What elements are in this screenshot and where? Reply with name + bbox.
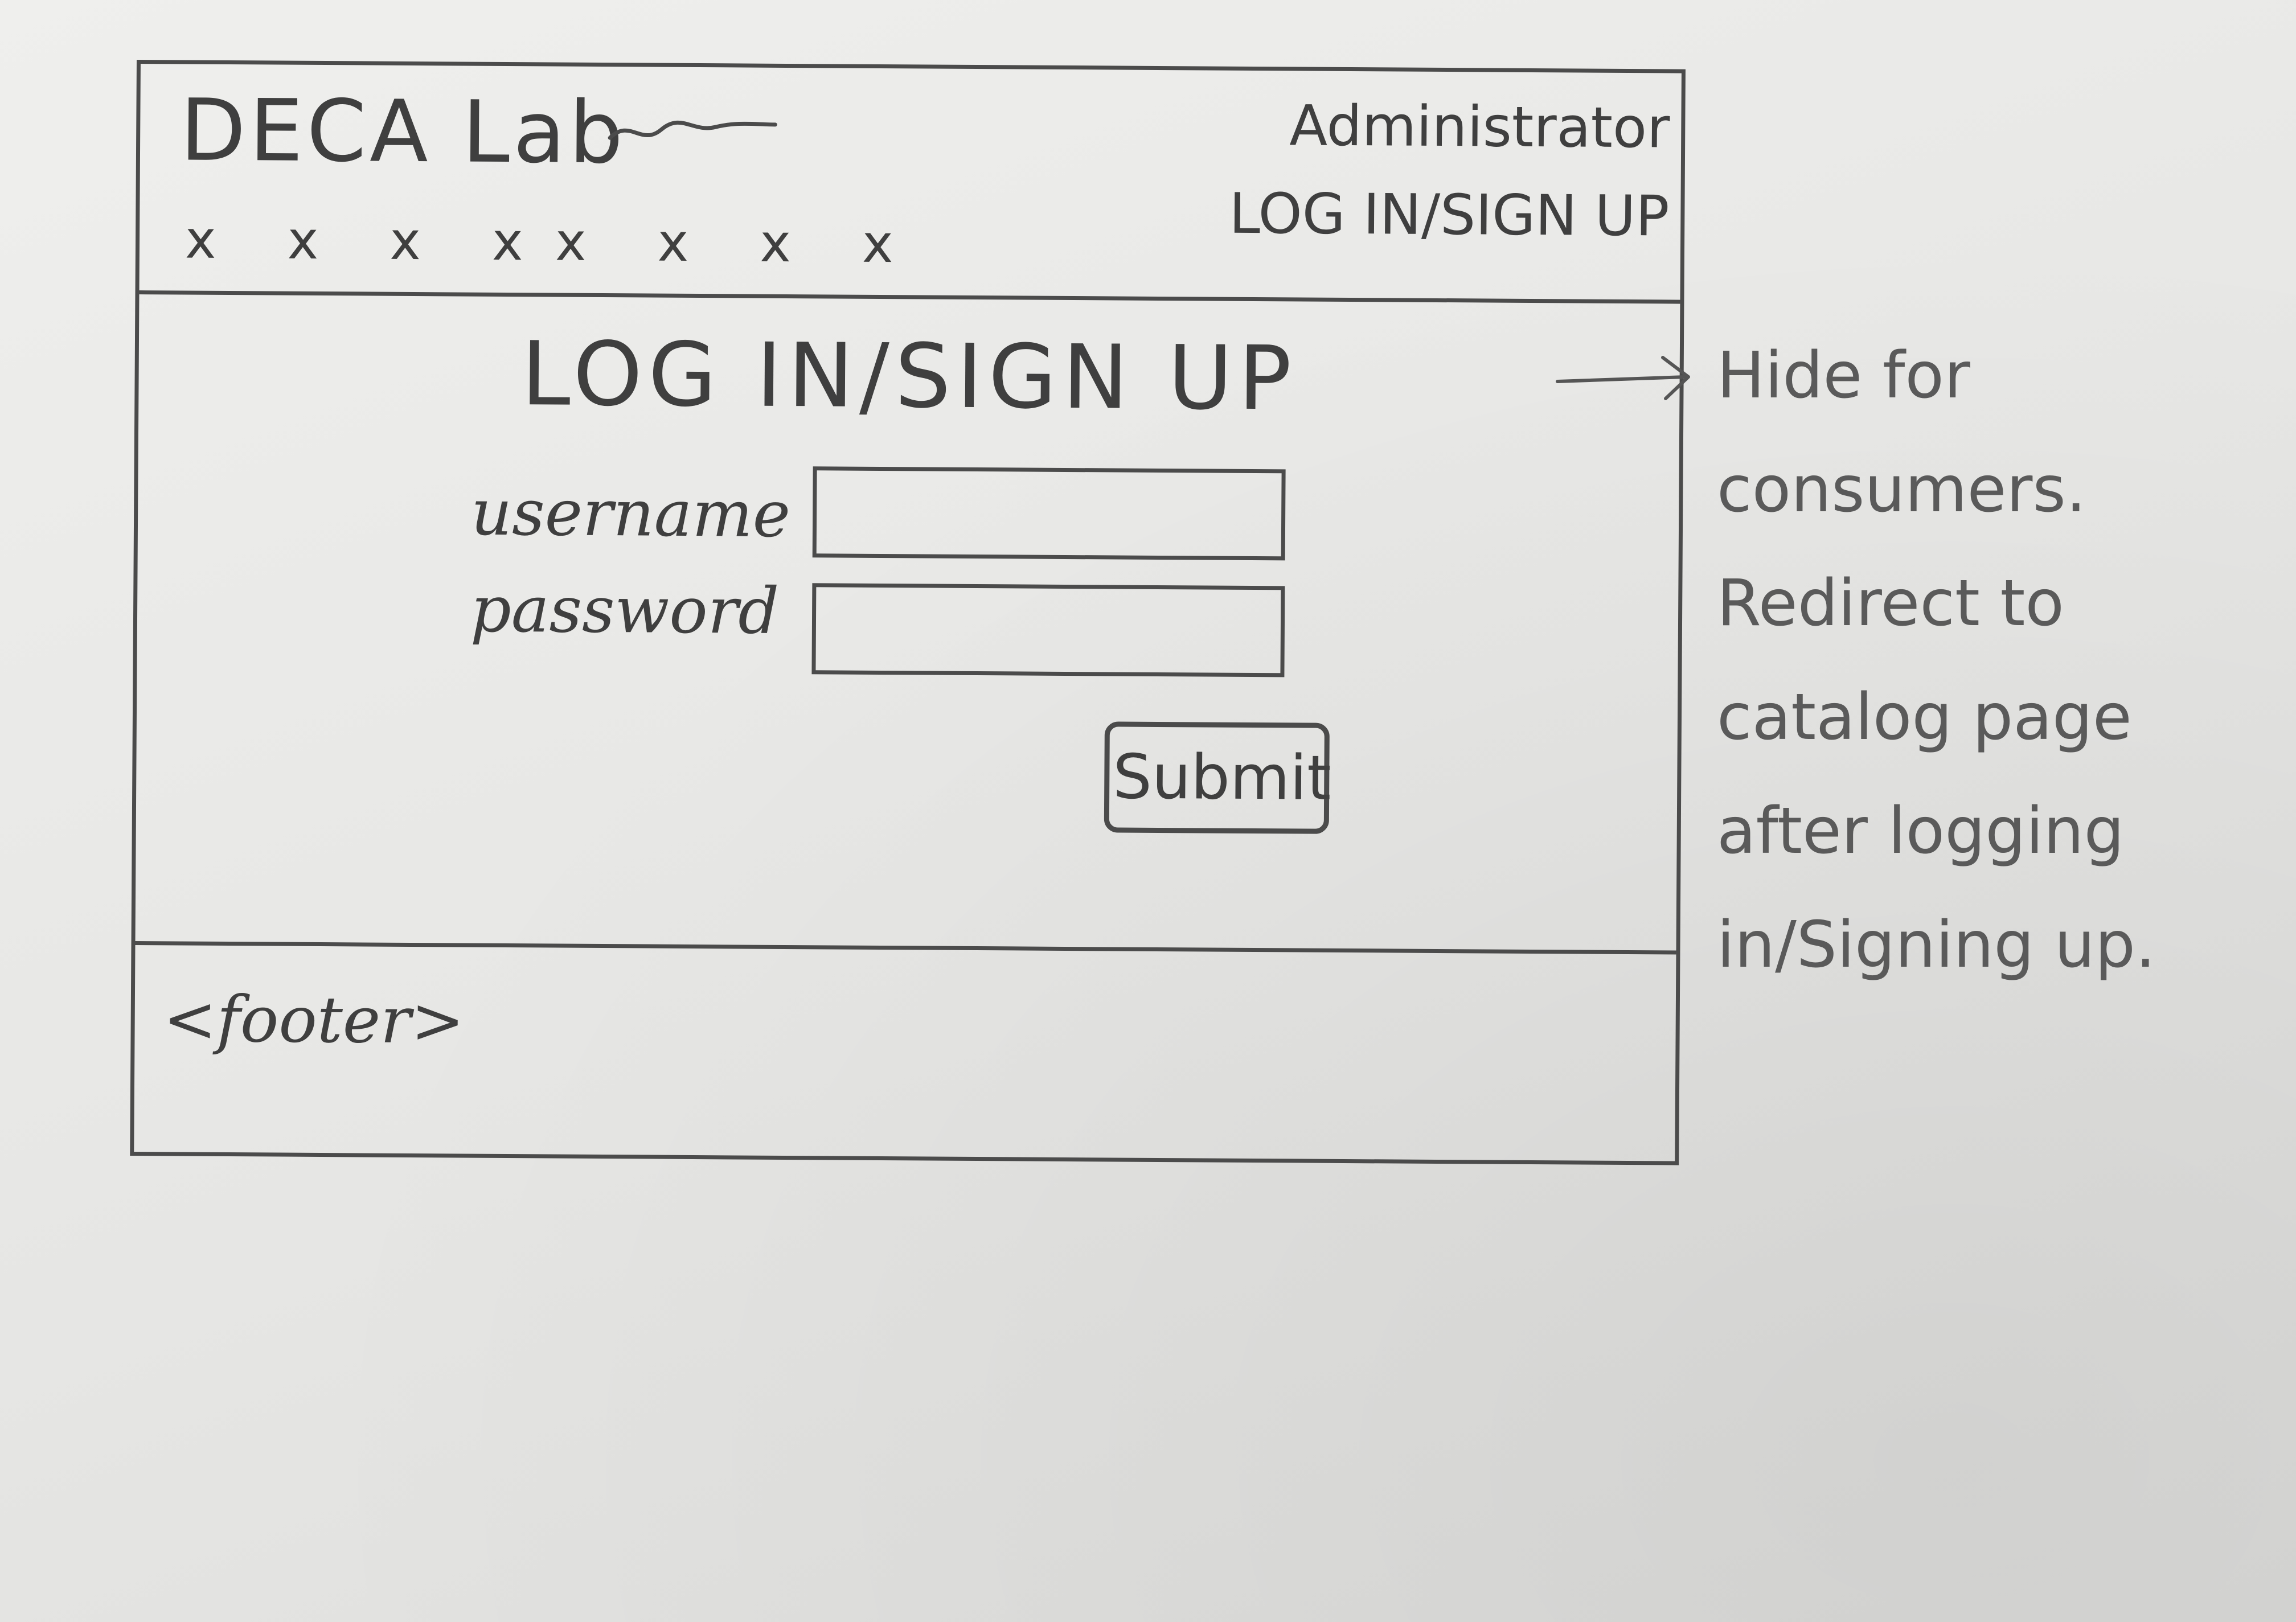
wireframe-page: DECA Lab x x x x x x x x Administrator L…	[130, 60, 1686, 1165]
nav-links-group-2[interactable]: x x x x	[555, 211, 921, 275]
header-login-signup-link[interactable]: LOG IN/SIGN UP	[1229, 181, 1670, 249]
squiggle-icon	[608, 120, 777, 140]
right-arrow-icon	[1556, 356, 1690, 400]
page-title: LOG IN/SIGN UP	[520, 322, 1298, 430]
annotation-note: Hide for consumers. Redirect to catalog …	[1717, 339, 2156, 982]
submit-button[interactable]: Submit	[1104, 721, 1331, 834]
administrator-link[interactable]: Administrator	[1289, 93, 1670, 161]
nav-links-group-1[interactable]: x x x x	[184, 209, 551, 273]
site-footer: <footer>	[134, 941, 1676, 1161]
footer-placeholder: <footer>	[163, 982, 465, 1058]
site-header: DECA Lab x x x x x x x x Administrator L…	[139, 64, 1682, 304]
username-label: username	[470, 475, 791, 552]
brand-logo[interactable]: DECA Lab	[179, 81, 627, 183]
password-label: password	[470, 572, 780, 648]
password-input[interactable]	[811, 583, 1285, 677]
username-input[interactable]	[812, 466, 1286, 561]
